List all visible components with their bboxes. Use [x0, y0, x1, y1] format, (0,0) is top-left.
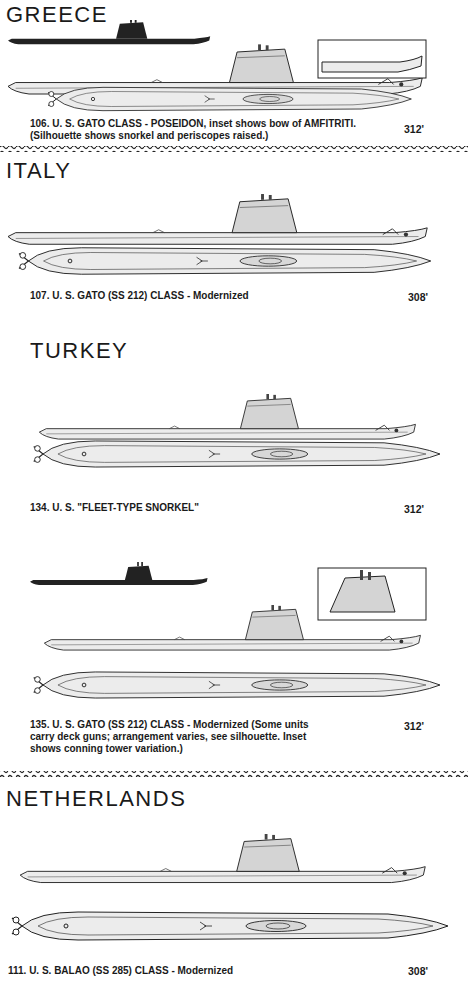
wavy-separator [0, 146, 468, 152]
country-heading: GREECE [6, 2, 108, 28]
top-view [34, 441, 440, 467]
side-profile [44, 605, 420, 650]
country-heading: NETHERLANDS [6, 786, 186, 812]
length-dimension: 312' [404, 123, 424, 135]
top-view [34, 672, 440, 698]
length-dimension: 312' [404, 503, 424, 515]
inset-box [318, 568, 426, 620]
caption: 134. U. S. "FLEET-TYPE SNORKEL" [30, 502, 350, 514]
country-heading: ITALY [6, 158, 71, 184]
side-profile [20, 834, 425, 883]
inset-bow [322, 56, 422, 72]
caption: 135. U. S. GATO (SS 212) CLASS - Moderni… [30, 719, 330, 755]
silhouette [30, 560, 208, 585]
caption: 111. U. S. BALAO (SS 285) CLASS - Modern… [8, 965, 348, 977]
caption: 106. U. S. GATO CLASS - POSEIDON, inset … [30, 118, 360, 142]
side-profile [39, 394, 415, 439]
length-dimension: 308' [408, 965, 428, 977]
top-view [19, 248, 431, 274]
top-view [48, 87, 411, 110]
inset-conning-tower [330, 576, 395, 612]
country-heading: TURKEY [30, 338, 128, 364]
top-view [12, 912, 448, 940]
length-dimension: 312' [404, 720, 424, 732]
wavy-separator [0, 771, 468, 777]
length-dimension: 308' [408, 291, 428, 303]
inset-box [318, 40, 426, 78]
side-profile [8, 194, 427, 244]
caption: 107. U. S. GATO (SS 212) CLASS - Moderni… [30, 290, 350, 302]
